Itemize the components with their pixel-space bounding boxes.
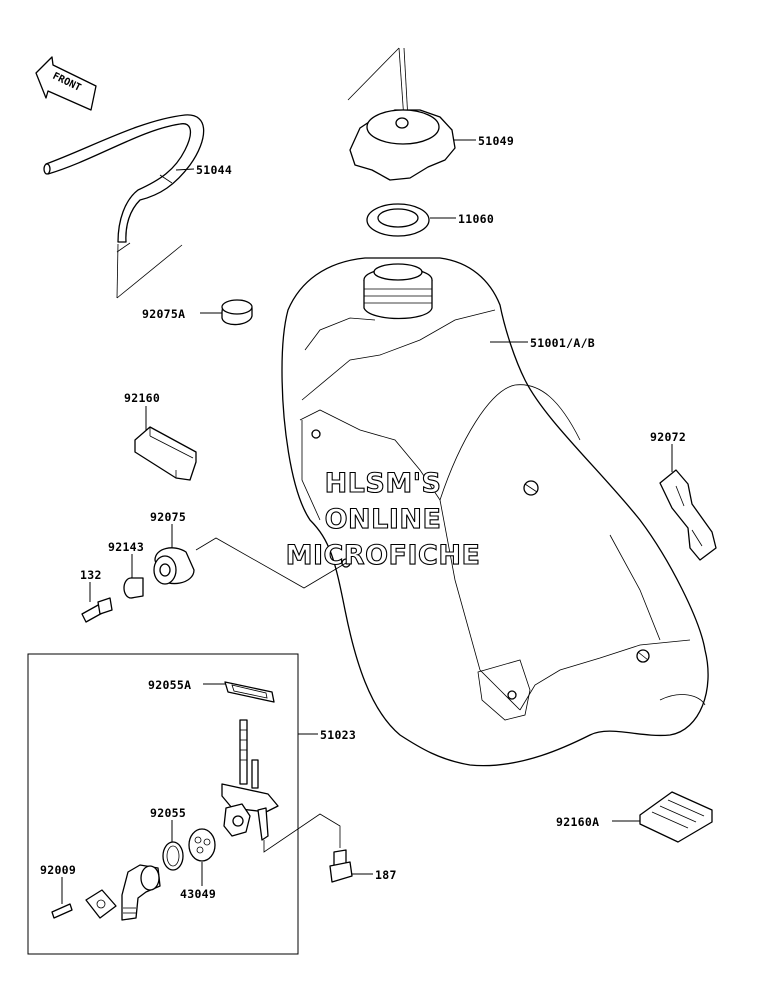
- label-92143: 92143: [108, 540, 144, 554]
- cock-plate-part: [85, 889, 117, 919]
- label-92075: 92075: [150, 510, 186, 524]
- label-51023: 51023: [320, 728, 356, 742]
- breather-hose-part: [43, 114, 205, 299]
- label-51049: 51049: [478, 134, 514, 148]
- label-92072: 92072: [650, 430, 686, 444]
- label-92009: 92009: [40, 863, 76, 877]
- fuel-cock-assembly-frame: [27, 653, 299, 955]
- part-labels: 51044 51049 11060 92075A 51001/A/B 92160…: [40, 134, 686, 901]
- label-51044: 51044: [196, 163, 232, 177]
- o-ring-part: [162, 841, 184, 871]
- front-arrow-icon: FRONT: [35, 56, 97, 111]
- label-92075A: 92075A: [142, 307, 185, 321]
- label-132: 132: [80, 568, 102, 582]
- cushion-a-part: [639, 791, 713, 843]
- cap-gasket-part: [366, 203, 430, 237]
- fuel-cock-part: [221, 719, 341, 853]
- screw-92009-part: [51, 903, 73, 919]
- bolt-187-part: [329, 849, 353, 883]
- label-92160A: 92160A: [556, 815, 599, 829]
- label-51001: 51001/A/B: [530, 336, 595, 350]
- label-92160: 92160: [124, 391, 160, 405]
- watermark: HLSM'S ONLINE MICROFICHE: [285, 467, 481, 571]
- label-11060: 11060: [458, 212, 494, 226]
- cock-gasket-part: [224, 681, 275, 703]
- leader-lines: [61, 139, 673, 904]
- fuel-tank-part: [281, 257, 709, 767]
- tank-strap-part: [659, 469, 717, 561]
- bolt-132-part: [81, 597, 113, 623]
- damper-cap-part: [221, 299, 253, 326]
- label-43049: 43049: [180, 887, 216, 901]
- watermark-line-2: ONLINE: [325, 504, 442, 535]
- damper-part: [153, 537, 347, 589]
- filter-part: [188, 828, 216, 862]
- watermark-line-3: MICROFICHE: [286, 540, 481, 571]
- label-92055: 92055: [150, 806, 186, 820]
- cushion-part: [134, 426, 197, 481]
- collar-part: [123, 577, 144, 599]
- label-187: 187: [375, 868, 397, 882]
- fuel-cap-part: [347, 47, 456, 181]
- watermark-line-1: HLSM'S: [325, 468, 442, 499]
- label-92055A: 92055A: [148, 678, 191, 692]
- cock-elbow-part: [121, 864, 161, 921]
